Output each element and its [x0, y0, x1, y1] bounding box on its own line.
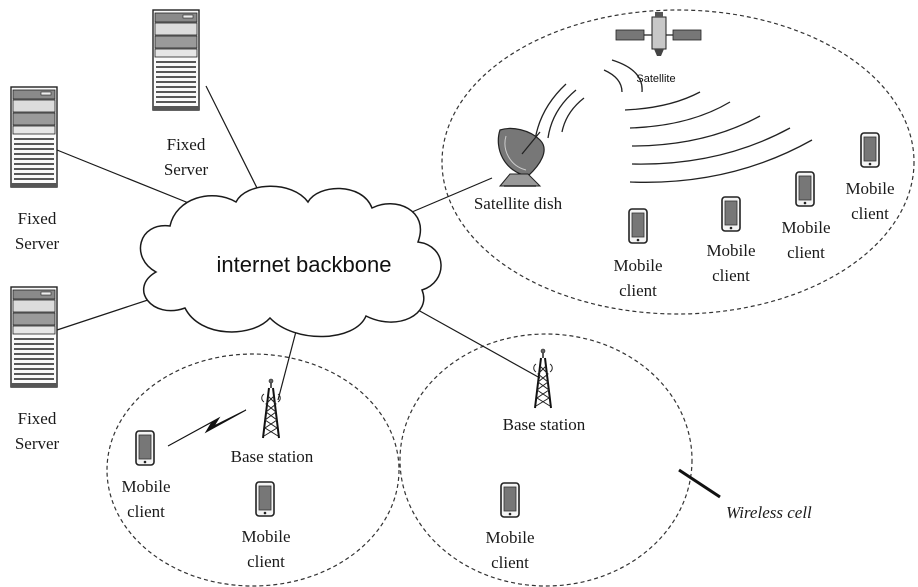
- mobile-client-label-line2: client: [127, 502, 165, 521]
- mobile-client-label-line2: client: [491, 553, 529, 572]
- mobile-device-icon: [628, 208, 648, 244]
- server-icon: [152, 9, 200, 111]
- satellite-cell-boundary: [441, 9, 915, 315]
- satellite-icon: [615, 12, 702, 56]
- wireless-cell-callout-line: [678, 468, 721, 499]
- satellite-label: Satellite: [636, 73, 675, 85]
- server-label-line1: Fixed: [167, 135, 206, 154]
- satellite-dish: Satellite dish: [474, 127, 563, 213]
- mobile-client-left-2: Mobile client: [241, 481, 291, 571]
- fixed-server-top: Fixed Server: [152, 9, 209, 179]
- mobile-device-icon: [795, 171, 815, 207]
- server-label-line2: Server: [164, 160, 209, 179]
- mobile-client-label-line1: Mobile: [706, 241, 755, 260]
- mobile-client-label-line2: client: [712, 266, 750, 285]
- mobile-client-sat-3: Mobile client: [781, 171, 831, 262]
- satellite: Satellite: [615, 12, 702, 85]
- mobile-client-sat-2: Mobile client: [706, 196, 756, 285]
- antenna-tower-icon: [260, 378, 282, 439]
- base-station-label: Base station: [231, 447, 314, 466]
- mobile-client-label-line1: Mobile: [845, 179, 894, 198]
- satellite-signal-waves: [533, 59, 813, 183]
- server-icon: [10, 86, 58, 188]
- internet-backbone-cloud: [139, 185, 442, 338]
- mobile-client-left-1: Mobile client: [121, 430, 171, 521]
- mobile-device-icon: [721, 196, 741, 232]
- antenna-tower-icon: [532, 348, 554, 409]
- lightning-bolt-icon: [167, 409, 247, 447]
- mobile-client-label-line1: Mobile: [781, 218, 830, 237]
- base-station-right: Base station: [503, 348, 586, 434]
- server-label-line2: Server: [15, 434, 60, 453]
- mobile-client-label-line1: Mobile: [613, 256, 662, 275]
- mobile-client-label-line2: client: [247, 552, 285, 571]
- mobile-client-right-1: Mobile client: [485, 482, 535, 572]
- right-wireless-cell-boundary: [399, 333, 693, 587]
- mobile-client-label-line2: client: [787, 243, 825, 262]
- mobile-client-sat-1: Mobile client: [613, 208, 663, 300]
- mobile-client-label-line2: client: [851, 204, 889, 223]
- link-server-lower-left: [56, 295, 161, 331]
- mobile-client-label-line1: Mobile: [241, 527, 290, 546]
- mobile-client-label-line1: Mobile: [485, 528, 534, 547]
- base-station-left: Base station: [231, 378, 314, 466]
- server-label-line1: Fixed: [18, 209, 57, 228]
- base-station-label: Base station: [503, 415, 586, 434]
- mobile-client-sat-4: Mobile client: [845, 132, 895, 223]
- satellite-dish-label: Satellite dish: [474, 194, 563, 213]
- server-label-line1: Fixed: [18, 409, 57, 428]
- server-label-line2: Server: [15, 234, 60, 253]
- satellite-dish-icon: [497, 127, 545, 187]
- mobile-device-icon: [860, 132, 880, 168]
- mobile-device-icon: [500, 482, 520, 518]
- mobile-client-label-line2: client: [619, 281, 657, 300]
- link-right-base-station: [417, 309, 541, 379]
- link-server-upper-left: [56, 149, 207, 211]
- link-dish: [411, 177, 493, 213]
- mobile-device-icon: [255, 481, 275, 517]
- internet-backbone-label: internet backbone: [217, 252, 392, 277]
- wireless-cell-label: Wireless cell: [726, 503, 812, 522]
- fixed-server-upper-left: Fixed Server: [10, 86, 60, 253]
- server-icon: [10, 286, 58, 388]
- mobile-client-label-line1: Mobile: [121, 477, 170, 496]
- fixed-server-lower-left: Fixed Server: [10, 286, 60, 453]
- mobile-device-icon: [135, 430, 155, 466]
- left-wireless-cell-boundary: [106, 353, 400, 587]
